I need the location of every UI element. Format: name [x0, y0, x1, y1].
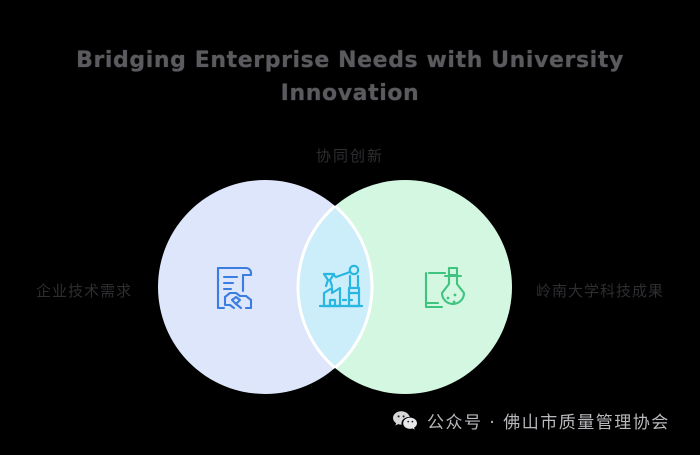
venn-lens-arc-left	[298, 180, 374, 394]
factory-robot-arm-icon	[312, 259, 368, 315]
watermark: 公众号 · 佛山市质量管理协会	[392, 408, 670, 433]
venn-label-enterprise-needs: 企业技术需求	[36, 282, 133, 300]
venn-label-university-achievements: 岭南大学科技成果	[536, 282, 665, 300]
lab-flask-icon	[415, 260, 471, 316]
venn-label-collaborative-innovation: 协同创新	[315, 147, 384, 165]
watermark-text: 公众号 · 佛山市质量管理协会	[427, 413, 670, 433]
venn-overlap-region	[298, 180, 372, 394]
wechat-icon	[392, 410, 418, 432]
venn-lens-arc-right	[296, 180, 372, 394]
contract-handshake-icon	[208, 260, 264, 316]
